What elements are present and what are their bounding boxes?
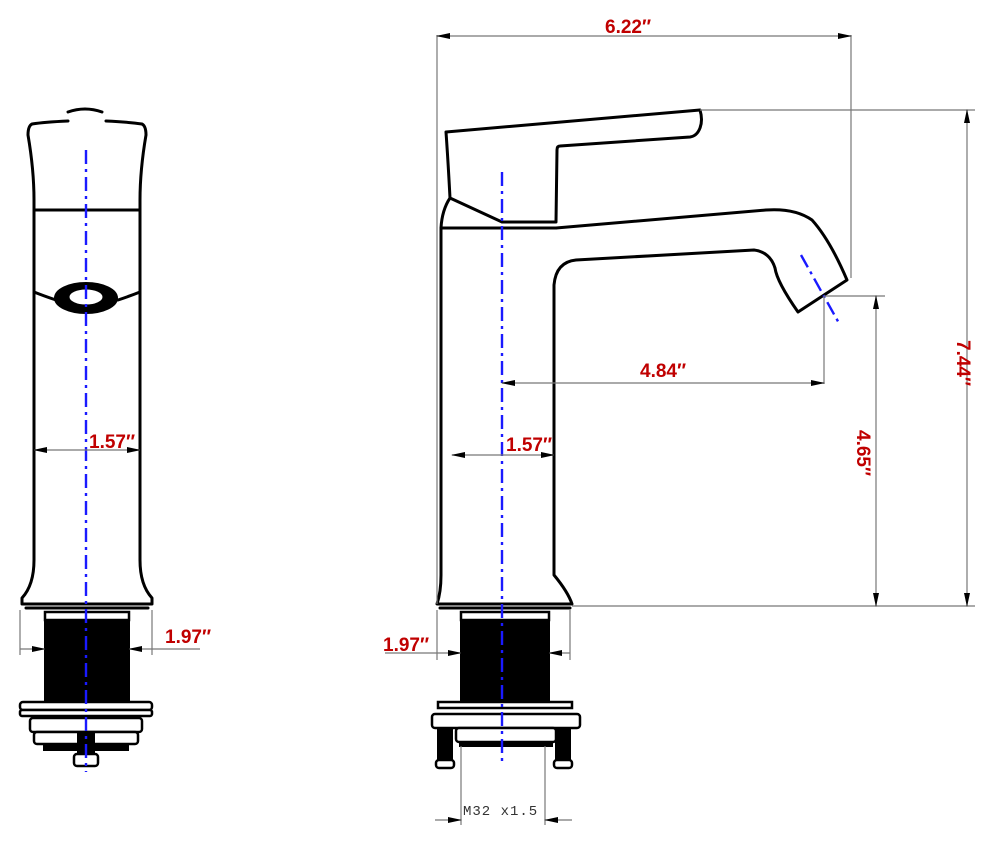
front-thread-width-label: 1.97″ (165, 627, 212, 648)
spout-height-label: 4.65″ (852, 430, 873, 477)
front-body-width-label: 1.57″ (89, 432, 136, 453)
overall-length-label: 6.22″ (605, 17, 652, 38)
overall-height-label: 7.44″ (952, 340, 973, 387)
spout-reach-label: 4.84″ (640, 361, 687, 382)
side-view (385, 33, 975, 825)
side-thread-width-label: 1.97″ (383, 635, 430, 656)
side-body-width-label: 1.57″ (506, 435, 553, 456)
thread-spec-label: M32 x1.5 (463, 804, 539, 820)
front-view (18, 107, 200, 772)
